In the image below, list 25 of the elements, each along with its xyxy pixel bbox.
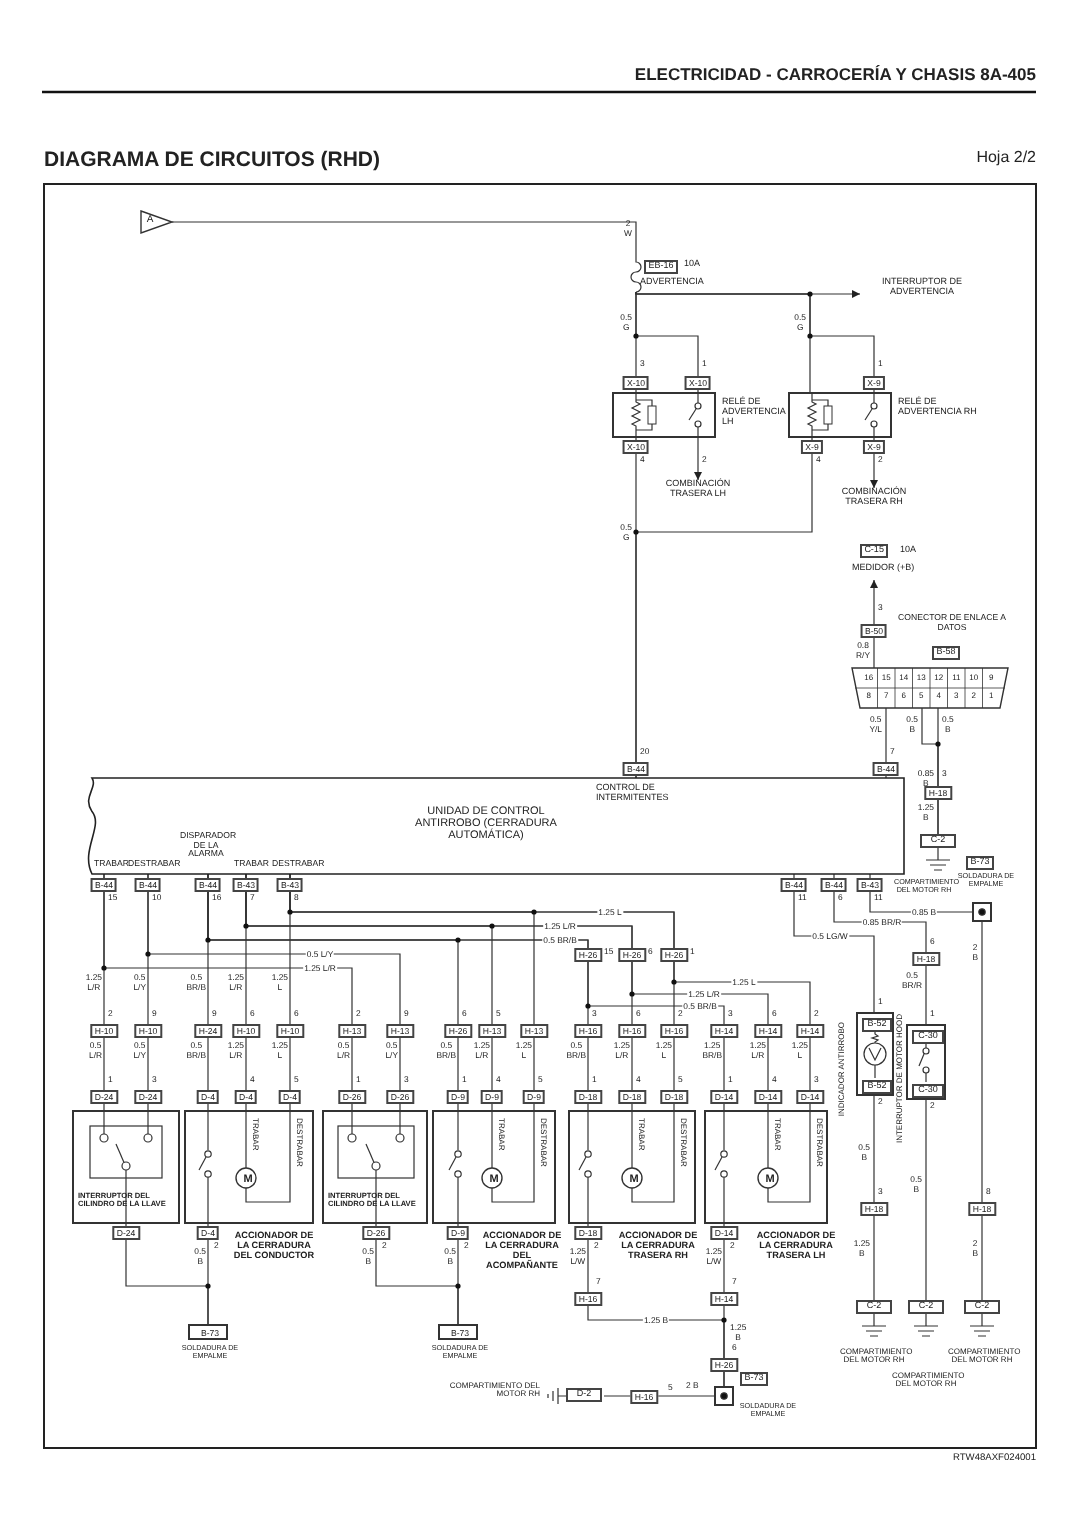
wire xyxy=(125,1223,209,1325)
wire xyxy=(925,1099,927,1301)
wire xyxy=(171,221,637,257)
diagram-title: DIAGRAMA DE CIRCUITOS (RHD) xyxy=(44,150,380,174)
wire xyxy=(289,873,811,1111)
wire xyxy=(873,1095,875,1301)
wire xyxy=(723,1223,725,1387)
page-header: ELECTRICIDAD - CARROCERÍA Y CHASIS 8A-405 xyxy=(634,66,1036,85)
sheet-number: Hoja 2/2 xyxy=(976,150,1036,168)
key-switch-box xyxy=(72,1110,180,1224)
arrow xyxy=(694,437,702,481)
wire xyxy=(635,291,699,393)
wire xyxy=(103,873,353,1111)
wire xyxy=(457,1223,459,1325)
wire xyxy=(635,437,813,779)
arrow xyxy=(870,579,878,669)
wire xyxy=(937,707,939,835)
offpage-connector xyxy=(140,210,172,234)
wire xyxy=(793,873,875,1013)
wire xyxy=(981,921,983,1301)
wire xyxy=(147,873,401,1111)
wire xyxy=(885,707,887,779)
key-switch-box xyxy=(322,1110,428,1224)
arrow xyxy=(870,437,878,489)
wire xyxy=(635,291,875,393)
